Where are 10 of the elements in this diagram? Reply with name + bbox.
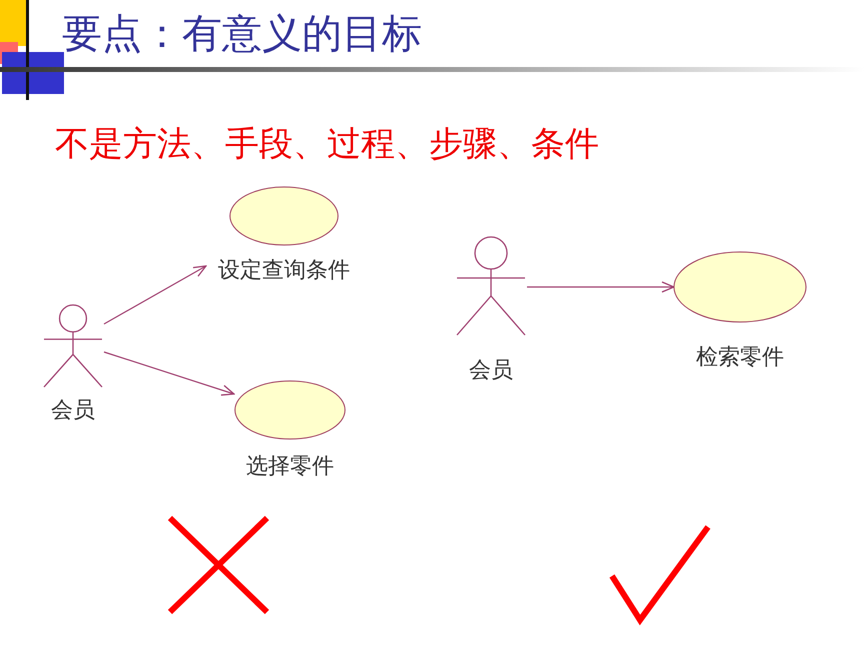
use-case-label: 设定查询条件 — [218, 258, 350, 283]
actor-label: 会员 — [51, 398, 95, 423]
note-text: 不是方法、手段、过程、步骤、条件 — [55, 123, 599, 166]
arrow — [104, 351, 235, 396]
arrow — [104, 265, 207, 325]
title: 要点：有意义的目标 — [62, 10, 422, 59]
arrow — [527, 281, 675, 293]
use-case-label: 选择零件 — [246, 454, 334, 479]
use-case-label: 检索零件 — [696, 345, 784, 370]
actor-label: 会员 — [469, 358, 513, 383]
